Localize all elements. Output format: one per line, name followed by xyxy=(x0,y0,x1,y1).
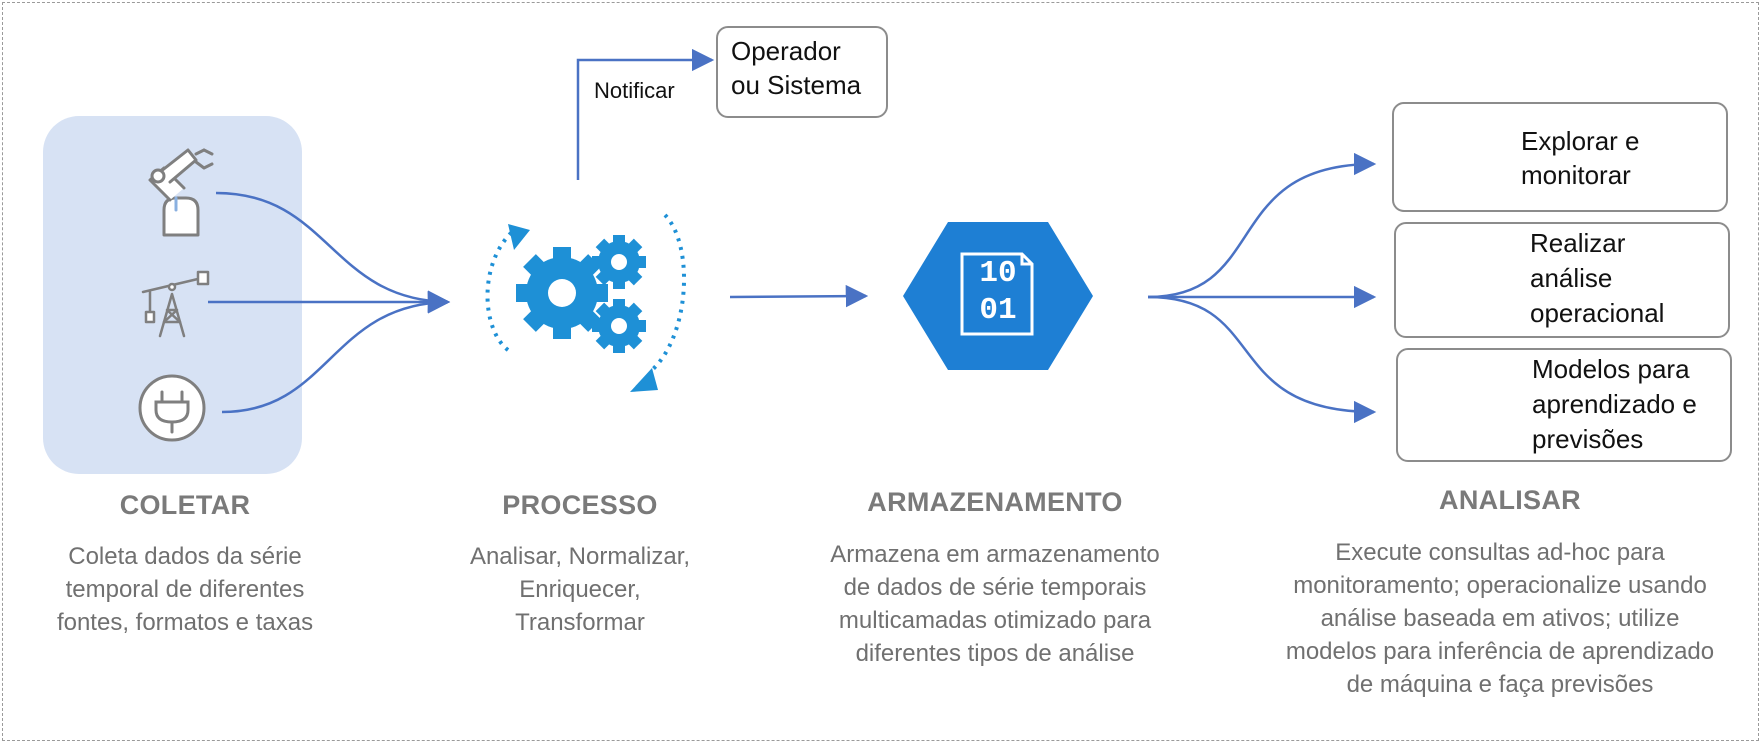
collect-description-line: temporal de diferentes xyxy=(65,576,305,603)
process-description-line: Enriquecer, xyxy=(519,576,641,603)
notify-label: Notificar xyxy=(594,78,675,103)
storage-description: Armazena em armazenamento de dados de sé… xyxy=(800,538,1190,670)
analyze-description-line: de máquina e faça previsões xyxy=(1346,671,1654,698)
output-models-line-1: Modelos para xyxy=(1532,354,1690,384)
collect-arrows xyxy=(208,191,451,414)
power-plug-icon xyxy=(138,374,206,442)
analyze-description: Execute consultas ad-hoc para monitorame… xyxy=(1250,536,1750,701)
storage-description-line: Armazena em armazenamento xyxy=(830,541,1160,568)
storage-description-line: de dados de série temporais xyxy=(843,574,1147,601)
storage-binary-icon xyxy=(903,222,1093,370)
output-box-models xyxy=(1396,348,1732,462)
analyze-description-line: monitoramento; operacionalize usando xyxy=(1293,572,1707,599)
process-to-storage-arrow xyxy=(729,284,869,308)
storage-binary-line-1: 10 xyxy=(979,256,1017,291)
output-models-line-3: previsões xyxy=(1532,424,1644,454)
output-explore-line-1: Explorar e xyxy=(1521,126,1640,156)
collect-title: COLETAR xyxy=(119,490,251,520)
analyze-description-line: Execute consultas ad-hoc para xyxy=(1335,539,1665,566)
operator-system-box xyxy=(716,26,888,118)
storage-binary-line-2: 01 xyxy=(979,293,1017,328)
output-box-analysis xyxy=(1394,222,1730,338)
output-explore-line-2: monitorar xyxy=(1521,160,1631,190)
process-description: Analisar, Normalizar, Enriquecer, Transf… xyxy=(430,540,730,639)
output-analysis-line-3: operacional xyxy=(1530,298,1665,328)
process-description-line: Analisar, Normalizar, xyxy=(469,543,691,570)
output-models-line-2: aprendizado e xyxy=(1532,389,1697,419)
robot-arm-icon xyxy=(148,148,214,237)
storage-description-line: diferentes tipos de análise xyxy=(855,640,1135,667)
oil-pump-icon xyxy=(141,270,210,338)
process-gears-icon xyxy=(485,213,687,392)
process-description-line: Transformar xyxy=(515,609,645,636)
analyze-description-line: análise baseada em ativos; utilize xyxy=(1320,605,1680,632)
storage-to-outputs-arrows xyxy=(1147,152,1377,424)
output-analysis-line-2: análise xyxy=(1530,263,1613,293)
process-title: PROCESSO xyxy=(502,490,658,520)
storage-title: ARMAZENAMENTO xyxy=(867,487,1123,517)
operator-system-line-1: Operador xyxy=(731,36,841,66)
collect-description: Coleta dados da série temporal de difere… xyxy=(20,540,350,639)
collect-description-line: Coleta dados da série xyxy=(68,543,302,570)
output-box-explore xyxy=(1392,102,1728,212)
storage-description-line: multicamadas otimizado para xyxy=(838,607,1152,634)
operator-system-line-2: ou Sistema xyxy=(731,70,862,100)
notify-arrow xyxy=(576,48,715,180)
output-analysis-line-1: Realizar xyxy=(1530,228,1626,258)
analyze-title: ANALISAR xyxy=(1439,485,1581,515)
analyze-description-line: modelos para inferência de aprendizado xyxy=(1285,638,1715,665)
collect-description-line: fontes, formatos e taxas xyxy=(56,609,314,636)
